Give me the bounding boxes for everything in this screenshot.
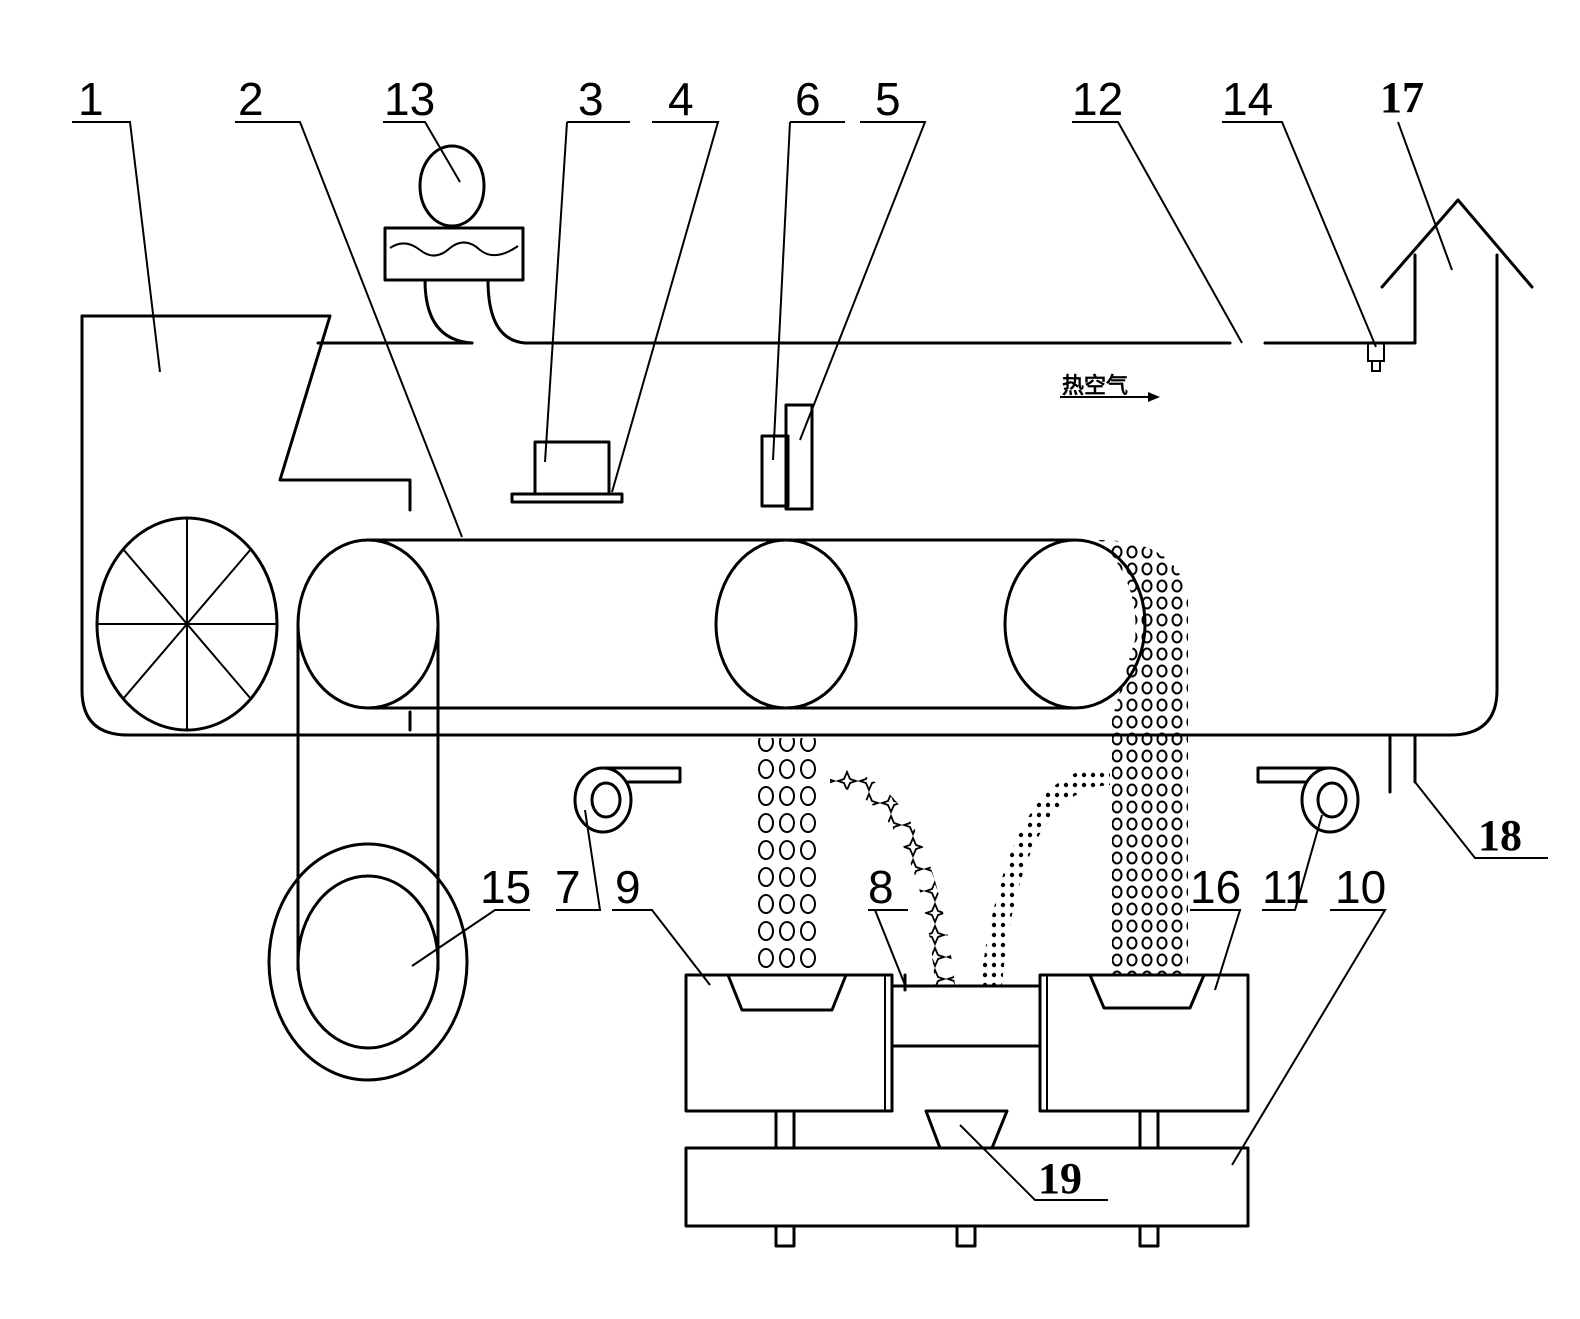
conveyor-belt (296, 538, 1147, 732)
label-2: 2 (238, 73, 264, 125)
roller-left (296, 538, 440, 710)
label-19: 19 (1038, 1154, 1082, 1203)
roller-middle (714, 538, 858, 710)
drive-motor (267, 622, 469, 1082)
bin-right (1038, 973, 1250, 1113)
heater (383, 144, 527, 345)
nozzle (1367, 342, 1385, 372)
blower-left (573, 766, 682, 834)
collection-bins (684, 973, 1250, 1113)
outlet (1388, 733, 1417, 794)
hot-air-arrow: 热空气 (1060, 373, 1160, 402)
small-hopper (924, 1109, 1009, 1150)
label-8: 8 (868, 861, 894, 913)
part-labels: 1 2 13 3 4 6 5 12 14 17 18 7 9 8 16 11 1… (78, 73, 1522, 1203)
label-12: 12 (1072, 73, 1123, 125)
label-1: 1 (78, 73, 104, 125)
label-11: 11 (1262, 861, 1310, 913)
label-5: 5 (875, 73, 901, 125)
stream-right (1098, 540, 1188, 975)
label-13: 13 (384, 73, 435, 125)
label-10: 10 (1335, 861, 1386, 913)
label-18: 18 (1478, 811, 1522, 860)
stream-left (753, 738, 819, 972)
connecting-pipe (890, 984, 1042, 1048)
label-14: 14 (1222, 73, 1273, 125)
stream-irregular (830, 768, 955, 985)
bin-left (684, 973, 894, 1113)
leader-lines (72, 121, 1548, 1201)
exhaust-vent (1380, 198, 1534, 289)
drying-chamber (80, 253, 1499, 737)
label-4: 4 (668, 73, 694, 125)
feed-hopper (80, 314, 412, 512)
base-platform (684, 1109, 1250, 1248)
material-streams (753, 540, 1188, 985)
label-16: 16 (1190, 861, 1241, 913)
label-3: 3 (578, 73, 604, 125)
sensor-unit (510, 440, 624, 504)
label-6: 6 (795, 73, 821, 125)
stream-fine (980, 767, 1110, 985)
label-7: 7 (555, 861, 581, 913)
airflow-note: 热空气 (1062, 373, 1128, 399)
label-17: 17 (1380, 73, 1424, 122)
fan-wheel (95, 516, 279, 732)
blower-right (1256, 766, 1360, 834)
label-9: 9 (615, 861, 641, 913)
detector-unit (760, 403, 814, 511)
label-15: 15 (480, 861, 531, 913)
